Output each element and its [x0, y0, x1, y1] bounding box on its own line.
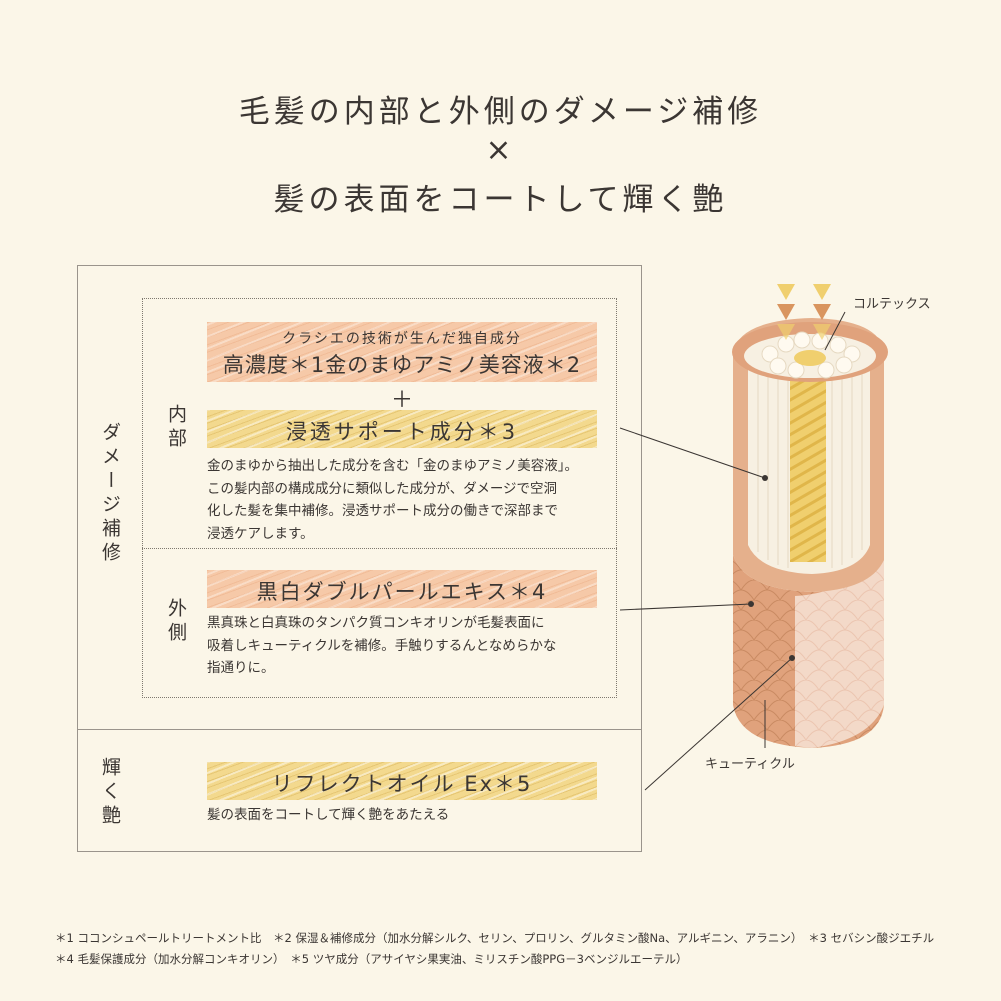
heading-line-1: 毛髪の内部と外側のダメージ補修 — [238, 94, 763, 130]
desc-line: 吸着しキューティクルを補修。手触りするんとなめらかな — [207, 637, 557, 654]
footnote-line-1: ＊1 ココンシュペールトリートメント比 ＊2 保湿＆補修成分（加水分解シルク、セ… — [55, 931, 935, 945]
heading-line-3: 髪の表面をコートして輝く艶 — [273, 182, 728, 218]
shine-label: 輝く艶 — [99, 757, 121, 829]
band-title: 浸透サポート成分＊3 — [285, 420, 519, 444]
band-title: 黒白ダブルパールエキス＊4 — [256, 580, 548, 604]
desc-line: 黒真珠と白真珠のタンパク質コンキオリンが毛髪表面に — [207, 615, 545, 631]
outer-label: 外側 — [165, 598, 187, 646]
medulla-core — [790, 370, 826, 562]
desc-line: 指通りに。 — [207, 660, 275, 676]
band-title: リフレクトオイル Ex＊5 — [271, 772, 533, 796]
inner-outer-divider — [142, 548, 617, 549]
desc-line: 金のまゆから抽出した成分を含む「金のまゆアミノ美容液」。 — [207, 458, 578, 474]
cortex-callout: コルテックス — [853, 297, 931, 312]
ingredient-band-amino-serum: クラシエの技術が生んだ独自成分 高濃度＊1金のまゆアミノ美容液＊2 — [207, 322, 597, 382]
inner-description: 金のまゆから抽出した成分を含む「金のまゆアミノ美容液」。 この髪内部の構成成分に… — [207, 455, 607, 545]
footnote-line-2: ＊4 毛髪保護成分（加水分解コンキオリン） ＊5 ツヤ成分（アサイヤシ果実油、ミ… — [55, 952, 688, 966]
shine-description: 髪の表面をコートして輝く艶をあたえる — [207, 807, 450, 823]
band-title: 高濃度＊1金のまゆアミノ美容液＊2 — [222, 353, 582, 377]
feature-table — [77, 265, 642, 852]
outer-description: 黒真珠と白真珠のタンパク質コンキオリンが毛髪表面に 吸着しキューティクルを補修。… — [207, 612, 607, 680]
ingredient-band-pearl-extract: 黒白ダブルパールエキス＊4 — [207, 570, 597, 608]
ingredient-band-reflect-oil: リフレクトオイル Ex＊5 — [207, 762, 597, 800]
penetration-arrows-icon — [777, 284, 831, 340]
heading-cross: × — [485, 132, 516, 168]
damage-repair-frame — [142, 298, 617, 698]
desc-line: 化した髪を集中補修。浸透サポート成分の働きで深部まで — [207, 503, 558, 519]
band-subtitle: クラシエの技術が生んだ独自成分 — [282, 331, 522, 347]
cuticle-callout: キューティクル — [705, 757, 795, 772]
desc-line: 浸透ケアします。 — [207, 525, 314, 542]
section-divider — [77, 729, 642, 730]
damage-repair-label: ダメージ補修 — [99, 422, 121, 566]
ingredient-band-penetration: 浸透サポート成分＊3 — [207, 410, 597, 448]
plus-sign: ＋ — [391, 388, 414, 413]
inner-label: 内部 — [165, 404, 187, 452]
desc-line: この髪内部の構成成分に類似した成分が、ダメージで空洞 — [207, 480, 558, 497]
